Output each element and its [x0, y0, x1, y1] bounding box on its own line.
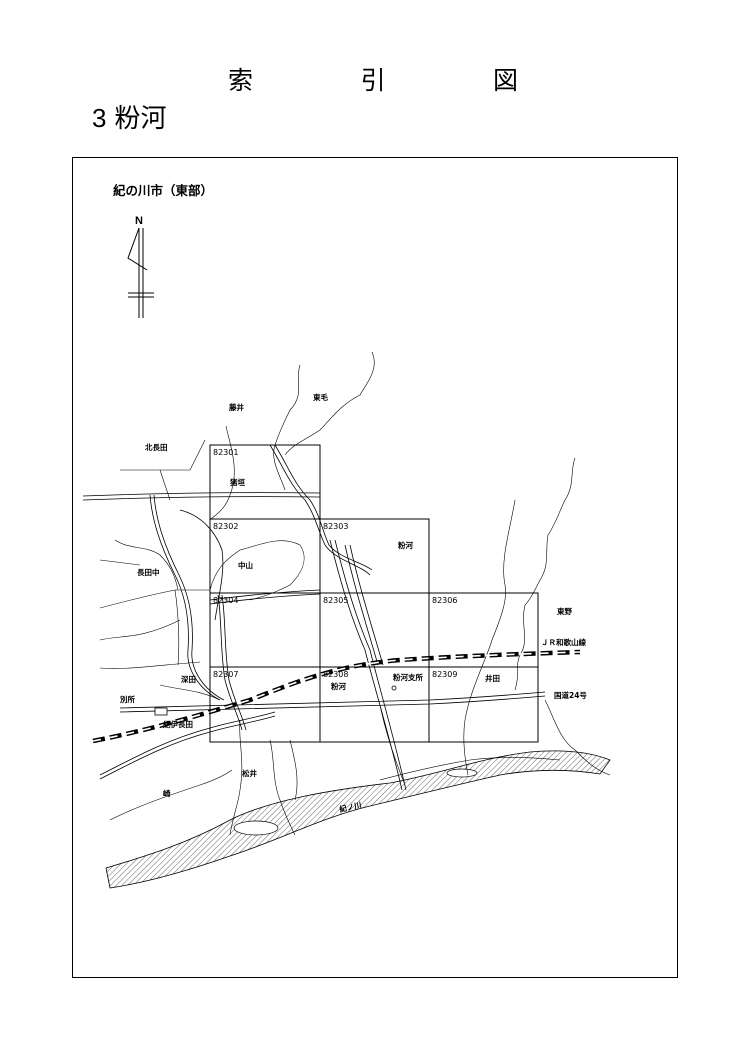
sheet-code[interactable]: 82304 — [213, 596, 238, 605]
place-label: 松井 — [242, 768, 257, 778]
river-area — [105, 750, 611, 889]
sheet-code[interactable]: 82305 — [323, 596, 348, 605]
place-label: 井田 — [485, 673, 500, 683]
section-name: 粉河 — [114, 104, 167, 134]
line-label-jr: ＪＲ和歌山線 — [541, 637, 586, 647]
place-label: 深田 — [181, 674, 196, 684]
sheet-code[interactable]: 82309 — [432, 670, 457, 679]
place-label: 藤井 — [229, 402, 244, 412]
place-label: 東毛 — [313, 392, 328, 402]
north-arrow-icon — [127, 227, 154, 318]
place-label: 崎 — [163, 788, 171, 798]
place-labels: 藤井 東毛 北長田 猪垣 粉河 中山 長田中 東野 深田 別所 粉河 粉河支所 … — [119, 392, 587, 814]
place-label: 粉河 — [331, 681, 346, 691]
branch-office-marker — [391, 685, 397, 691]
place-label: 粉河 — [398, 540, 413, 550]
map-caption: 紀の川市（東部） — [113, 183, 214, 198]
sheet-grid — [209, 444, 539, 743]
north-label: N — [135, 215, 143, 227]
place-label: 北長田 — [145, 442, 168, 452]
river-label: 紀ノ川 — [338, 799, 362, 813]
place-label: 中山 — [238, 560, 253, 570]
title-char-3: 図 — [492, 66, 518, 95]
sheet-code[interactable]: 82303 — [323, 522, 348, 531]
title-char-2: 引 — [360, 66, 386, 95]
place-label: 猪垣 — [229, 477, 245, 487]
station-label: 紀伊長田 — [163, 719, 193, 729]
sheet-code[interactable]: 82308 — [323, 670, 348, 679]
sheet-code[interactable]: 82307 — [213, 670, 238, 679]
sheet-code[interactable]: 82306 — [432, 596, 457, 605]
place-label: 粉河支所 — [393, 672, 423, 682]
place-label: 別所 — [119, 694, 135, 704]
title-char-1: 索 — [228, 66, 254, 95]
line-label-route24: 国道24号 — [554, 690, 587, 700]
map-frame — [72, 157, 678, 978]
sheet-code[interactable]: 82302 — [213, 522, 238, 531]
road-network — [82, 444, 546, 791]
page-title: 索 引 図 — [228, 62, 518, 96]
sheet-code[interactable]: 82301 — [213, 448, 238, 457]
place-label: 東野 — [557, 606, 572, 616]
sheet-codes: 82301 82302 82303 82304 82305 82306 8230… — [213, 448, 457, 679]
place-label: 長田中 — [137, 567, 160, 577]
station-marker — [154, 707, 168, 716]
section-number: 3 — [92, 103, 107, 133]
